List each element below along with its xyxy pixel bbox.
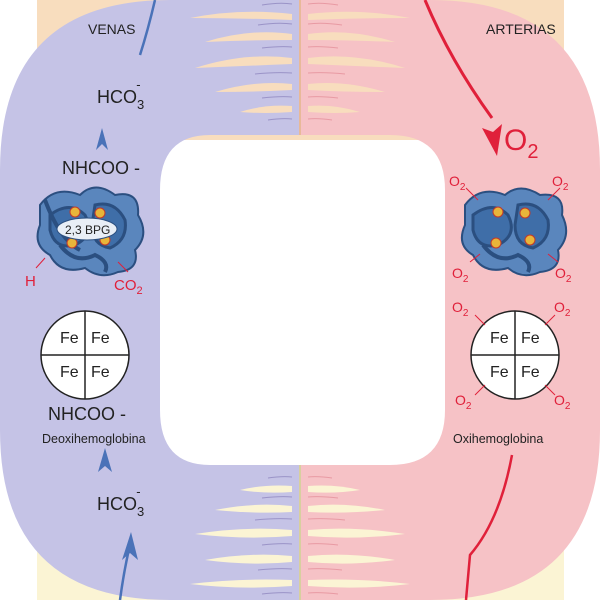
oxy-fe-o2-br: O2	[554, 392, 571, 412]
oxy-fe-o2-bonds	[474, 314, 556, 396]
fe-label-oxy-tl: Fe	[490, 330, 509, 347]
oxy-protein-o2-tl: O2	[449, 173, 466, 193]
veins-label: VENAS	[88, 21, 135, 37]
top-capillary-lines-right	[307, 2, 346, 121]
vein-up-arrow-bottom	[98, 448, 112, 472]
oxyhemoglobin-protein	[460, 187, 568, 277]
fe-label-tr: Fe	[91, 330, 110, 347]
vein-up-arrow-entry	[122, 532, 138, 560]
arteries-label: ARTERIAS	[486, 21, 556, 37]
co2-label: CO2	[114, 277, 143, 297]
vein-flow-line-top	[138, 0, 157, 56]
top-capillary-bed	[190, 11, 410, 113]
oxy-protein-o2-br: O2	[555, 265, 572, 285]
oxy-protein-o2-bl: O2	[452, 265, 469, 285]
top-capillary-lines	[254, 2, 293, 121]
oxy-protein-o2-tr: O2	[552, 173, 569, 193]
bicarbonate-top-label: HCO3-	[97, 77, 144, 112]
deoxyhemoglobin-label: Deoxihemoglobina	[42, 432, 146, 446]
fe-label-tl: Fe	[60, 330, 79, 347]
oxyhemoglobin-label: Oxihemoglobina	[453, 432, 543, 446]
artery-flow-line-top	[423, 0, 494, 119]
fe-label-oxy-bl: Fe	[490, 364, 509, 381]
artery-down-arrow	[482, 124, 502, 156]
bicarbonate-bottom-label: HCO3-	[97, 484, 144, 519]
bottom-capillary-lines	[254, 476, 293, 595]
bpg-label: 2,3 BPG	[65, 223, 110, 237]
oxy-heme-iron-circle	[470, 310, 560, 400]
fe-label-br: Fe	[91, 364, 110, 381]
h-bond-line	[35, 257, 46, 269]
oxy-fe-o2-bl: O2	[455, 392, 472, 412]
fe-label-oxy-br: Fe	[521, 364, 540, 381]
oxygen-large-label: O2	[504, 124, 538, 163]
hydrogen-label: H	[25, 273, 36, 290]
carbamino-bottom-label: NHCOO -	[48, 404, 126, 424]
bpg-bubble	[56, 217, 118, 241]
carbamino-top-label: NHCOO -	[62, 158, 140, 178]
heme-groups-right	[490, 206, 536, 249]
fe-label-oxy-tr: Fe	[521, 330, 540, 347]
deoxy-heme-iron-circle	[40, 310, 130, 400]
artery-flow-line-bottom	[464, 454, 514, 600]
vein-up-arrow-top	[96, 128, 108, 150]
bottom-capillary-bed	[190, 485, 410, 588]
oxy-protein-o2-bonds	[465, 187, 561, 263]
oxy-fe-o2-tl: O2	[452, 299, 469, 319]
oxy-fe-o2-tr: O2	[554, 299, 571, 319]
bottom-capillary-lines-right	[307, 476, 346, 595]
heme-groups-left	[66, 206, 111, 249]
co2-bond-line	[117, 261, 129, 273]
fe-label-bl: Fe	[60, 364, 79, 381]
